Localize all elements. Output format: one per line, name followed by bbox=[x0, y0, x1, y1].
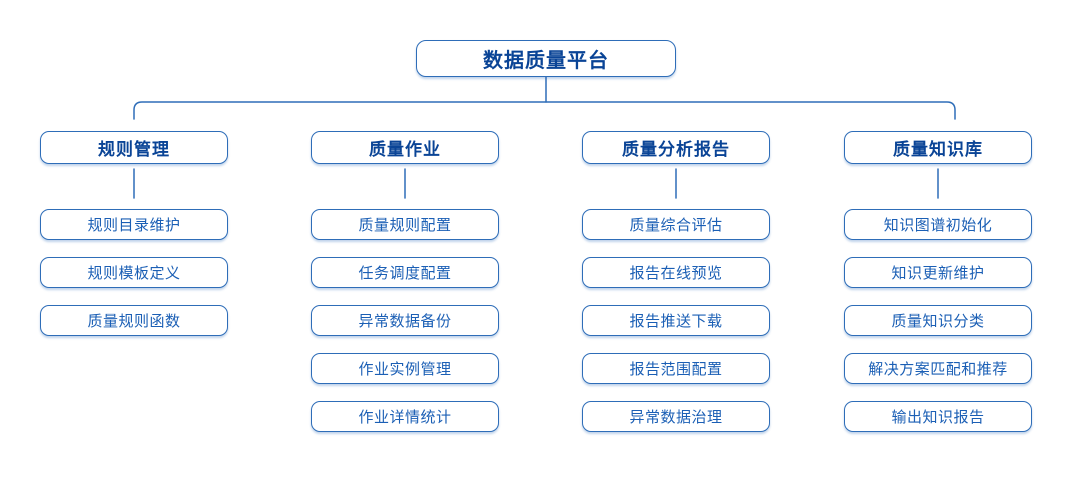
branch-column-quality-jobs: 质量作业 质量规则配置 任务调度配置 异常数据备份 作业实例管理 作业详情统计 bbox=[311, 131, 499, 432]
branch-column-rule-management: 规则管理 规则目录维护 规则模板定义 质量规则函数 bbox=[40, 131, 228, 336]
child-node: 作业详情统计 bbox=[311, 401, 499, 432]
child-node: 知识更新维护 bbox=[844, 257, 1032, 288]
branch-rail-connector bbox=[133, 101, 956, 120]
child-node: 规则目录维护 bbox=[40, 209, 228, 240]
child-node: 报告推送下载 bbox=[582, 305, 770, 336]
child-node: 解决方案匹配和推荐 bbox=[844, 353, 1032, 384]
branch-header-rule-management: 规则管理 bbox=[40, 131, 228, 164]
root-node-platform-title: 数据质量平台 bbox=[416, 40, 676, 77]
child-node: 规则模板定义 bbox=[40, 257, 228, 288]
branch-header-quality-report: 质量分析报告 bbox=[582, 131, 770, 164]
branch-header-quality-jobs: 质量作业 bbox=[311, 131, 499, 164]
child-node: 报告范围配置 bbox=[582, 353, 770, 384]
branch-column-quality-report: 质量分析报告 质量综合评估 报告在线预览 报告推送下载 报告范围配置 异常数据治… bbox=[582, 131, 770, 432]
child-node: 质量知识分类 bbox=[844, 305, 1032, 336]
child-node: 报告在线预览 bbox=[582, 257, 770, 288]
child-node: 质量规则函数 bbox=[40, 305, 228, 336]
child-node: 异常数据备份 bbox=[311, 305, 499, 336]
child-node: 知识图谱初始化 bbox=[844, 209, 1032, 240]
branch-column-knowledge-base: 质量知识库 知识图谱初始化 知识更新维护 质量知识分类 解决方案匹配和推荐 输出… bbox=[844, 131, 1032, 432]
child-node: 质量规则配置 bbox=[311, 209, 499, 240]
branch-header-knowledge-base: 质量知识库 bbox=[844, 131, 1032, 164]
child-node: 异常数据治理 bbox=[582, 401, 770, 432]
child-node: 输出知识报告 bbox=[844, 401, 1032, 432]
child-node: 作业实例管理 bbox=[311, 353, 499, 384]
child-node: 质量综合评估 bbox=[582, 209, 770, 240]
child-node: 任务调度配置 bbox=[311, 257, 499, 288]
